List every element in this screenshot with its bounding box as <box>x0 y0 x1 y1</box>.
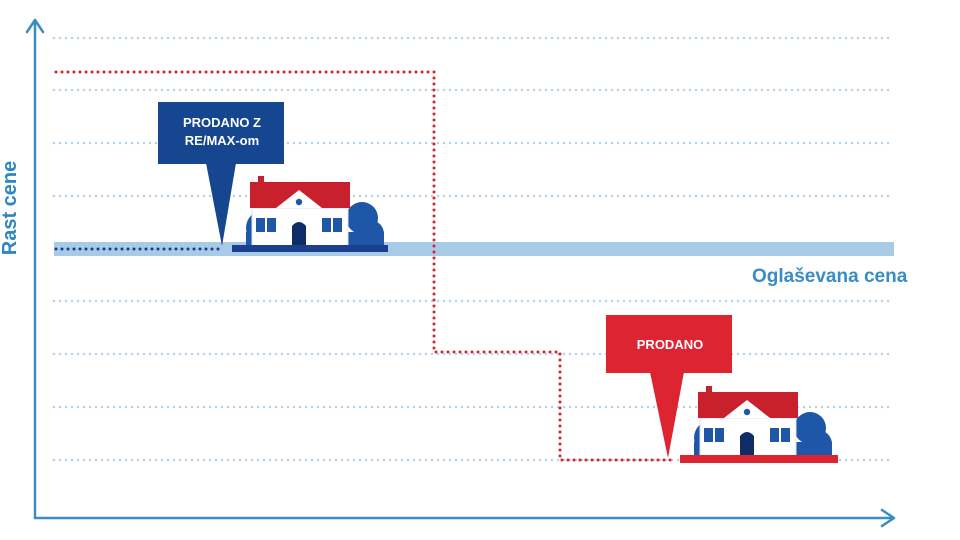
remax-house-base <box>232 245 388 252</box>
house-icon <box>693 385 833 459</box>
callout-remax <box>158 102 284 246</box>
other-house-base <box>680 455 838 463</box>
house-icon <box>245 175 385 249</box>
arrow-up-icon <box>25 18 45 34</box>
listed-price-band <box>54 242 894 256</box>
callout-other-text: PRODANO <box>636 337 704 352</box>
callout-remax-text: PRODANO Z RE/MAX-om <box>183 115 261 148</box>
other-sale-path <box>54 70 674 462</box>
listed-price-label: Oglaševana cena <box>752 266 908 287</box>
arrow-right-icon <box>880 508 896 528</box>
callout-other <box>606 315 732 458</box>
y-axis-title: Rast cene <box>0 160 21 256</box>
axes <box>25 18 896 528</box>
